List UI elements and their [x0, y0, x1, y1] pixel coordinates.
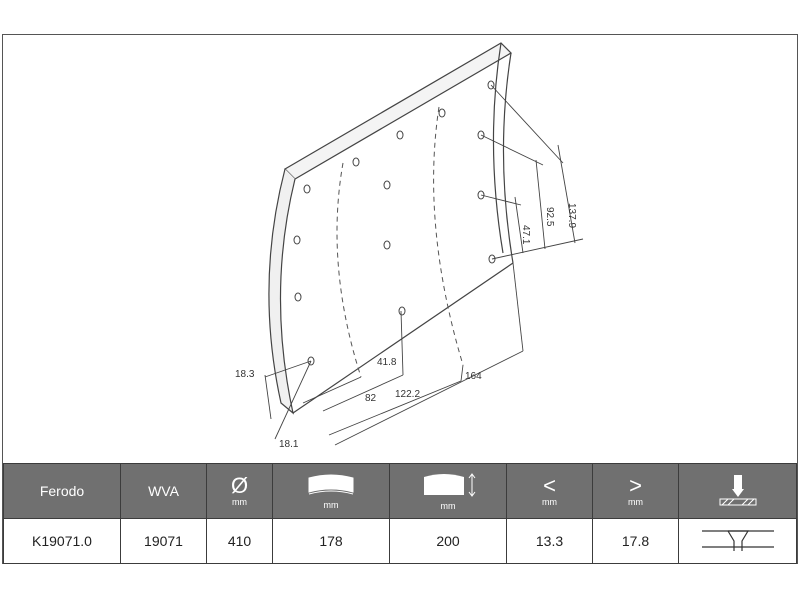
header-thickness-max: > mm — [592, 463, 679, 519]
header-width: mm — [272, 463, 390, 519]
brake-lining-drawing: 137.9 92.5 47.1 18.3 41.8 82 122.2 164 1… — [235, 42, 584, 450]
dim-18-3: 18.3 — [235, 369, 255, 380]
value-width: 178 — [272, 518, 390, 564]
value-thickness-max: 17.8 — [592, 518, 679, 564]
rivet-hole — [398, 306, 406, 316]
header-length: mm — [389, 463, 507, 519]
dim-122-2: 122.2 — [395, 389, 420, 400]
rivet-hole — [352, 157, 360, 167]
table-value-row: K19071.0 19071 410 178 200 13.3 17.8 — [3, 518, 797, 564]
value-length: 200 — [389, 518, 507, 564]
value-wva: 19071 — [120, 518, 207, 564]
value-rivet — [678, 518, 797, 564]
rivet-profile-icon — [701, 529, 774, 551]
header-diameter: Ø mm — [206, 463, 273, 519]
unit-label: mm — [628, 496, 643, 507]
diameter-icon: Ø — [230, 472, 249, 498]
right-dimension-lines — [480, 84, 584, 260]
rivet-hole — [438, 108, 446, 118]
rivet-row-guides — [336, 106, 464, 378]
rivet-hole — [383, 240, 391, 250]
bottom-dimension-lines — [264, 262, 524, 446]
unit-label: mm — [232, 496, 247, 507]
lining-outline — [268, 42, 514, 415]
rivet-hole — [303, 184, 311, 194]
table-header-row: Ferodo WVA Ø mm mm mm — [3, 463, 797, 519]
dim-18-1: 18.1 — [279, 439, 299, 450]
greater-than-icon: > — [629, 472, 642, 498]
rivet-hole — [293, 235, 301, 245]
value-diameter: 410 — [206, 518, 273, 564]
value-brand: K19071.0 — [3, 518, 121, 564]
rivet-drill-icon — [719, 474, 756, 505]
dim-47-1: 47.1 — [520, 225, 531, 245]
drawing-frame: 137.9 92.5 47.1 18.3 41.8 82 122.2 164 1… — [2, 34, 798, 564]
unit-label: mm — [440, 501, 456, 511]
dim-92-5: 92.5 — [544, 207, 555, 227]
header-wva: WVA — [120, 463, 207, 519]
unit-label: mm — [323, 500, 339, 510]
unit-label: mm — [542, 496, 557, 507]
dim-164: 164 — [465, 371, 482, 382]
dim-82: 82 — [365, 393, 377, 404]
value-thickness-min: 13.3 — [506, 518, 593, 564]
length-icon — [424, 473, 476, 497]
rivet-hole — [396, 130, 404, 140]
less-than-icon: < — [543, 472, 556, 498]
width-icon — [308, 474, 354, 495]
header-rivet — [678, 463, 797, 519]
spec-table: Ferodo WVA Ø mm mm mm — [3, 463, 797, 564]
rivet-hole — [383, 180, 391, 190]
rivet-hole — [294, 292, 302, 302]
dim-41-8: 41.8 — [377, 357, 397, 368]
header-thickness-min: < mm — [506, 463, 593, 519]
rivet-holes — [293, 80, 496, 366]
dim-137-9: 137.9 — [566, 203, 577, 228]
header-brand: Ferodo — [3, 463, 121, 519]
